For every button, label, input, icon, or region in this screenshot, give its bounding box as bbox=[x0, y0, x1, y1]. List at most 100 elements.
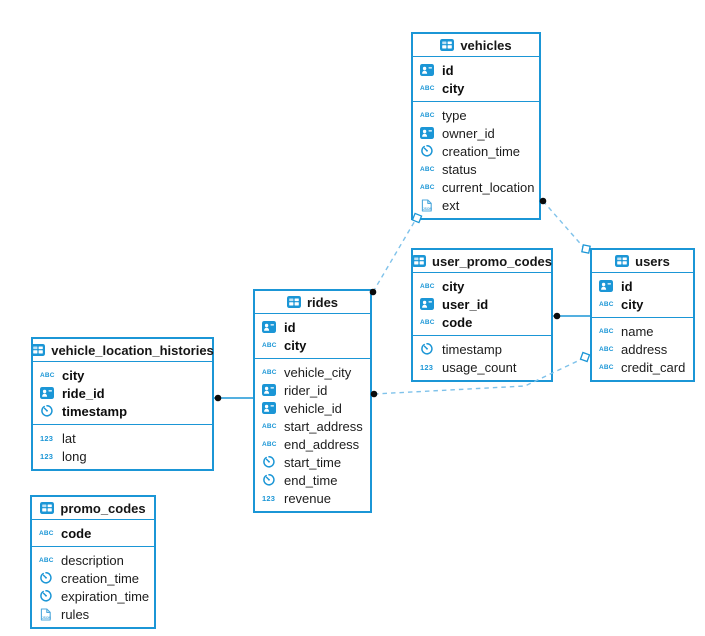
field-row-creation_time[interactable]: creation_time bbox=[413, 142, 539, 160]
field-row-timestamp[interactable]: timestamp bbox=[33, 402, 212, 420]
number-type-icon: 123 bbox=[420, 362, 434, 372]
field-row-id[interactable]: id bbox=[592, 277, 693, 295]
field-row-expiration_time[interactable]: expiration_time bbox=[32, 587, 154, 605]
field-row-user_id[interactable]: user_id bbox=[413, 295, 551, 313]
field-name: creation_time bbox=[442, 143, 521, 159]
svg-text:JSON: JSON bbox=[42, 616, 52, 620]
connector-dot bbox=[214, 394, 222, 402]
table-icon bbox=[286, 296, 301, 308]
string-type-icon: ABC bbox=[39, 556, 54, 564]
svg-text:JSON: JSON bbox=[423, 207, 433, 211]
field-row-start_time[interactable]: start_time bbox=[255, 453, 370, 471]
field-name: ext bbox=[442, 197, 460, 213]
field-row-creation_time[interactable]: creation_time bbox=[32, 569, 154, 587]
field-row-usage_count[interactable]: 123 usage_count bbox=[413, 358, 551, 376]
table-icon bbox=[615, 255, 630, 267]
field-name: ride_id bbox=[62, 385, 105, 401]
timestamp-type-icon bbox=[262, 455, 279, 469]
table-header[interactable]: vehicles bbox=[413, 34, 539, 57]
table-header[interactable]: promo_codes bbox=[32, 497, 154, 520]
field-row-rider_id[interactable]: rider_id bbox=[255, 381, 370, 399]
field-name: id bbox=[442, 62, 454, 78]
table-header[interactable]: users bbox=[592, 250, 693, 273]
field-name: rider_id bbox=[284, 382, 328, 398]
table-header[interactable]: user_promo_codes bbox=[412, 250, 552, 273]
field-name: owner_id bbox=[442, 125, 495, 141]
field-name: rules bbox=[61, 606, 90, 622]
table-header[interactable]: vehicle_location_histories bbox=[31, 339, 214, 362]
field-name: timestamp bbox=[442, 341, 502, 357]
uuid-type-icon bbox=[420, 127, 437, 139]
field-name: usage_count bbox=[442, 359, 517, 375]
uuid-type-icon bbox=[40, 387, 57, 399]
relationship-vehicle_location_histories-rides[interactable] bbox=[214, 394, 253, 402]
uuid-type-icon bbox=[262, 402, 279, 414]
field-row-id[interactable]: id bbox=[413, 61, 539, 79]
string-type-icon: ABC bbox=[262, 440, 277, 448]
field-name: type bbox=[442, 107, 467, 123]
string-type-icon: ABC bbox=[599, 363, 614, 371]
relationship-user_promo_codes-users[interactable] bbox=[553, 312, 590, 320]
string-type-icon: ABC bbox=[420, 318, 435, 326]
field-row-end_address[interactable]: ABC end_address bbox=[255, 435, 370, 453]
field-name: end_time bbox=[284, 472, 338, 488]
relationship-line[interactable] bbox=[372, 218, 417, 293]
field-name: end_address bbox=[284, 436, 360, 452]
field-row-ride_id[interactable]: ride_id bbox=[33, 384, 212, 402]
field-row-ext[interactable]: JSON ext bbox=[413, 196, 539, 214]
connector-square bbox=[579, 351, 591, 363]
relationship-line[interactable] bbox=[542, 200, 586, 250]
table-name: vehicles bbox=[460, 37, 512, 53]
table-name: users bbox=[635, 253, 670, 269]
connector-dot bbox=[553, 312, 561, 320]
field-name: lat bbox=[62, 430, 76, 446]
field-name: revenue bbox=[284, 490, 331, 506]
field-row-vehicle_id[interactable]: vehicle_id bbox=[255, 399, 370, 417]
timestamp-type-icon bbox=[39, 571, 56, 585]
table-header[interactable]: rides bbox=[255, 291, 370, 314]
field-row-timestamp[interactable]: timestamp bbox=[413, 340, 551, 358]
field-name: city bbox=[62, 367, 85, 383]
table-name: promo_codes bbox=[60, 500, 146, 516]
field-row-id[interactable]: id bbox=[255, 318, 370, 336]
json-type-icon: JSON bbox=[420, 198, 437, 212]
string-type-icon: ABC bbox=[599, 345, 614, 353]
relationship-vehicles-users[interactable] bbox=[539, 197, 591, 254]
field-row-owner_id[interactable]: owner_id bbox=[413, 124, 539, 142]
field-row-rules[interactable]: JSON rules bbox=[32, 605, 154, 623]
field-row-end_time[interactable]: end_time bbox=[255, 471, 370, 489]
field-name: start_time bbox=[284, 454, 342, 470]
string-type-icon: ABC bbox=[262, 422, 277, 430]
table-name: user_promo_codes bbox=[432, 253, 552, 269]
